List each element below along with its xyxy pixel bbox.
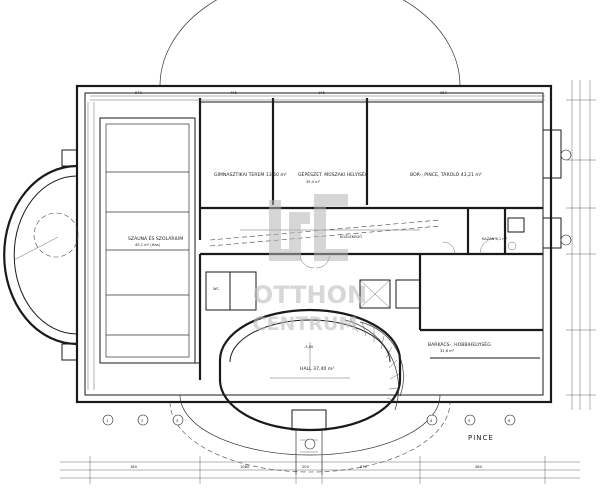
central-lower xyxy=(198,253,422,380)
level-marker: -3,00 xyxy=(304,345,314,349)
room-labels: GIMNASZTIKAI TEREM 13,50 m² SZAUNA ÉS SZ… xyxy=(128,170,508,372)
top-dim-4: 250 xyxy=(440,91,448,95)
upper-partitions xyxy=(198,98,543,256)
watermark-line2: CENTRUM xyxy=(253,313,358,335)
room-label-hall: HALL 37,40 m² xyxy=(300,366,334,372)
stair-treads xyxy=(349,317,400,402)
watermark-logo: OTTHON CENTRUM xyxy=(253,194,367,335)
top-dim-3: 195 xyxy=(318,91,325,95)
lower-rooms xyxy=(100,328,543,473)
grid-num-1: 1 xyxy=(106,419,108,423)
grid-num-5: 5 xyxy=(468,419,470,423)
left-bay xyxy=(3,149,79,361)
grid-num-4: 4 xyxy=(430,419,433,423)
grid-numbers: 1 2 3 4 5 6 xyxy=(106,419,511,423)
grid-num-6: 6 xyxy=(508,419,511,423)
room-label-gym: GIMNASZTIKAI TEREM 13,50 m² xyxy=(214,172,287,178)
bottom-dimension-lines xyxy=(60,456,580,484)
room-area-pool: 45,1 m² (Haa) xyxy=(135,243,161,247)
room-label-machine: GÉPÉSZET. MŰSZAKI HELYISÉG xyxy=(298,170,369,178)
bottom-dim-4: 870 xyxy=(360,465,368,469)
room-label-pool: SZAUNA ÉS SZOLÁRIUM xyxy=(128,234,183,242)
top-dim-2: 495 xyxy=(230,91,237,95)
bottom-dim-3: 200 xyxy=(302,465,310,469)
bottom-dim-5: 480 xyxy=(475,465,483,469)
room-label-hobby: BARKÁCS-, HOBBIHELYISÉG xyxy=(428,340,491,348)
bottom-dim-1: 180 xyxy=(130,465,138,469)
top-dim-1: 570 xyxy=(135,91,143,95)
room-label-wine: BOR-, PINCE, TÁROLÓ 43,21 m² xyxy=(410,171,482,178)
grid-bubbles xyxy=(102,149,572,450)
dome-arc xyxy=(159,0,461,87)
room-area-hobby: 31,6 m² xyxy=(440,349,455,353)
dimension-texts: 570 495 195 250 180 1080 200 870 480 xyxy=(130,91,483,469)
room-label-boiler: KAZÁN 6,1 m² xyxy=(482,236,508,241)
watermark-line1: OTTHON xyxy=(253,281,367,309)
right-dimension-lines xyxy=(566,80,596,410)
oval-hall xyxy=(218,308,404,432)
right-rooms xyxy=(442,129,562,255)
grid-num-3: 3 xyxy=(176,419,178,423)
grid-num-2: 2 xyxy=(141,419,143,423)
top-dimension-lines xyxy=(90,95,545,101)
room-label-wc: WC xyxy=(213,287,220,291)
sheet-title: PINCE xyxy=(468,434,494,442)
room-label-corridor: KÖZLEKEDŐ xyxy=(340,234,362,239)
room-area-machine: 39,4 m² xyxy=(306,180,321,184)
bottom-dim-2: 1080 xyxy=(240,465,250,469)
